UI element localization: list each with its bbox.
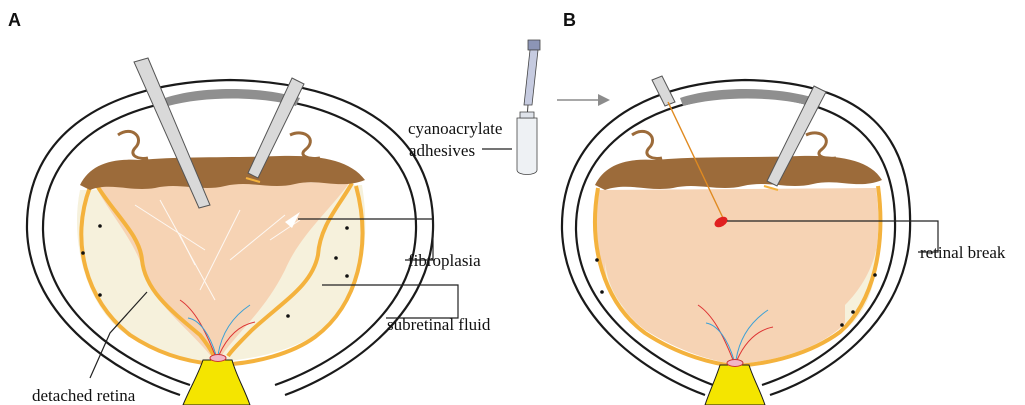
adhesive-supply: cyanoacrylate adhesives (408, 40, 610, 175)
panel-b-letter: B (563, 10, 576, 30)
cyanoacrylate-label-line2: adhesives (409, 141, 475, 160)
optic-nerve-b (705, 365, 765, 405)
iris-fold-left-b (632, 131, 662, 158)
optic-disc-b (727, 360, 743, 367)
syringe-barrel (524, 50, 538, 105)
iris-fold-left (118, 131, 148, 158)
panel-b: B retinal break (562, 10, 1006, 405)
vial-neck (520, 112, 534, 118)
optic-nerve (183, 360, 250, 405)
ciliary-body-band-b (595, 156, 882, 190)
panel-a-letter: A (8, 10, 21, 30)
iris-fold-right-b (806, 133, 836, 159)
iris-fold-right (290, 133, 320, 159)
cyanoacrylate-label-line1: cyanoacrylate (408, 119, 502, 138)
panel-a: A (8, 10, 491, 405)
fibroplasia-label: fibroplasia (408, 251, 481, 270)
lens-cap-b (680, 89, 815, 106)
subretinal-fluid-label: subretinal fluid (387, 315, 491, 334)
retinal-break-label: retinal break (920, 243, 1006, 262)
optic-disc (210, 355, 226, 362)
detached-retina-label: detached retina (32, 386, 136, 405)
transition-arrowhead (598, 94, 610, 106)
vial (517, 118, 537, 175)
syringe-plunger (528, 40, 540, 50)
vitreous-cavity-b (596, 188, 878, 364)
